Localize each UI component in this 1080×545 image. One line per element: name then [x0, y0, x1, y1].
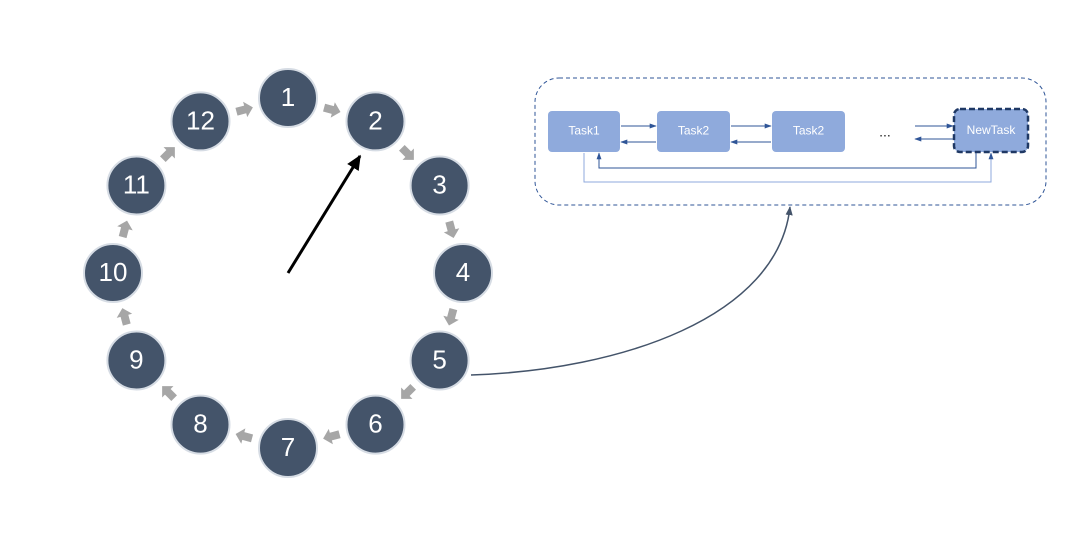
link-newtask-to-task1-wrap — [596, 152, 977, 169]
wheel-slot-label: 9 — [129, 344, 143, 374]
wheel-slot-label: 1 — [281, 82, 295, 112]
wheel-arrow-1-to-2 — [323, 102, 341, 118]
current-slot-pointer — [286, 154, 362, 274]
new-task-node: NewTask — [952, 107, 1030, 154]
wheel-slot-label: 5 — [432, 344, 446, 374]
task-node-3-label: Task2 — [793, 124, 825, 138]
task-list-ellipsis: ... — [879, 124, 891, 140]
wheel-slot-label: 8 — [193, 408, 207, 438]
new-task-label: NewTask — [967, 123, 1017, 137]
wheel-slot-label: 10 — [99, 257, 128, 287]
wheel-slot-label: 11 — [123, 169, 150, 199]
wheel-slot-9: 9 — [106, 330, 167, 391]
link-task1-to-newtask-wrap — [583, 152, 994, 183]
task-node-2: Task2 — [657, 111, 730, 152]
wheel-slot-11: 11 — [106, 155, 167, 216]
slot-to-task-list-connector — [470, 206, 793, 376]
wheel-slot-label: 6 — [368, 408, 382, 438]
task-list-panel: Task1 Task2 Task2 ... NewTask — [534, 77, 1047, 206]
wheel-arrow-2-to-3 — [399, 145, 414, 160]
wheel-slot-1: 1 — [258, 68, 318, 128]
task-node-2-label: Task2 — [678, 124, 710, 138]
wheel-slot-3: 3 — [409, 155, 470, 216]
task-node-1: Task1 — [548, 111, 620, 152]
wheel-slot-10: 10 — [83, 243, 143, 303]
wheel-slot-12: 12 — [170, 91, 231, 152]
wheel-arrows — [116, 101, 460, 445]
wheel-slot-2: 2 — [345, 91, 406, 152]
wheel-slot-label: 2 — [368, 105, 382, 135]
wheel-arrow-3-to-4 — [443, 220, 460, 238]
task-list-container — [534, 77, 1047, 206]
wheel-slot-label: 12 — [186, 105, 215, 135]
wheel-arrow-7-to-8 — [235, 428, 254, 444]
wheel-arrow-9-to-10 — [116, 308, 133, 326]
task-node-3: Task2 — [772, 111, 845, 152]
wheel-arrow-5-to-6 — [401, 384, 416, 399]
wheel-arrow-8-to-9 — [162, 386, 177, 401]
wheel-slot-7: 7 — [258, 418, 318, 478]
wheel-slot-label: 4 — [456, 257, 470, 287]
wheel-slot-label: 3 — [432, 169, 446, 199]
wheel-arrow-10-to-11 — [117, 220, 133, 239]
wheel-arrow-11-to-12 — [160, 147, 175, 162]
wheel-slot-8: 8 — [170, 394, 231, 455]
wheel-slot-5: 5 — [409, 330, 470, 391]
wheel-slot-4: 4 — [433, 243, 493, 303]
wheel-arrow-12-to-1 — [235, 101, 253, 118]
wheel-slot-label: 7 — [281, 432, 295, 462]
wheel-arrow-4-to-5 — [443, 308, 459, 326]
wheel-arrow-6-to-7 — [323, 428, 341, 445]
wheel-slot-6: 6 — [345, 394, 406, 455]
task-node-1-label: Task1 — [568, 124, 600, 138]
